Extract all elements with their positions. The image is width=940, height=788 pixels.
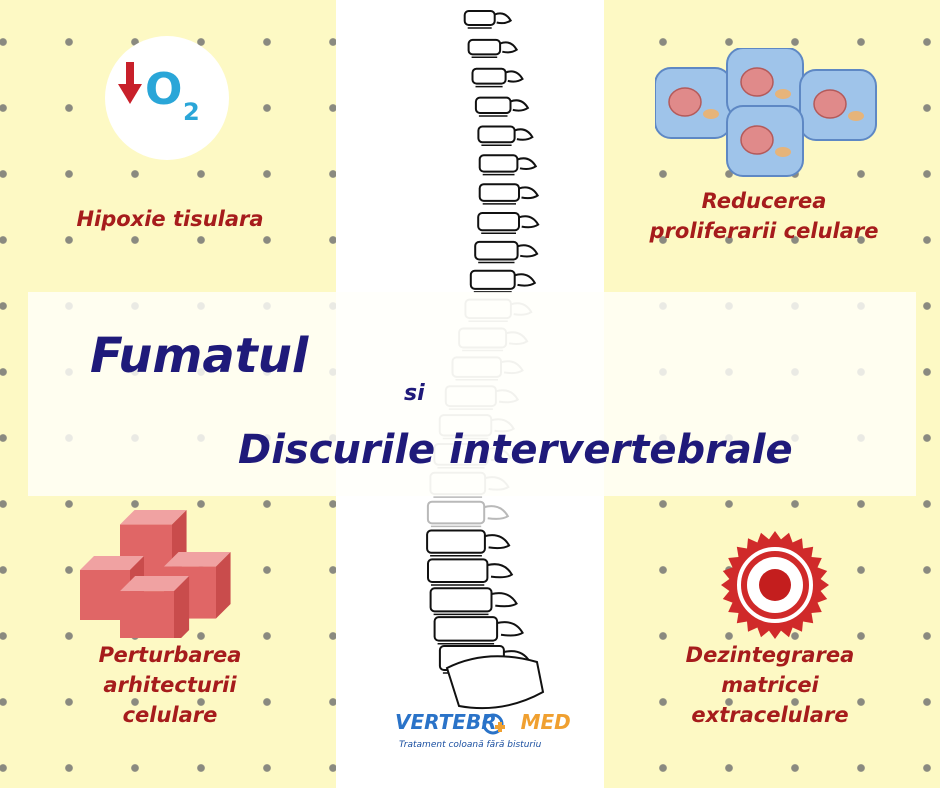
cell-organelle (848, 111, 864, 121)
vertebra (478, 154, 538, 176)
cubes-icon (80, 510, 231, 638)
logo-tagline: Tratament coloană fără bisturiu (399, 740, 542, 750)
label-line: proliferarii celulare (649, 219, 879, 243)
cells-icon (655, 48, 877, 177)
vertebra (463, 10, 513, 29)
vertebra (474, 96, 530, 117)
horizontal-white-band (28, 292, 916, 496)
label-line: extracelulare (691, 703, 849, 727)
vertebra (477, 212, 540, 234)
label-line: Dezintegrarea (685, 643, 855, 667)
label-line: matricei (721, 673, 819, 697)
vertebra (429, 587, 518, 616)
vertebra (426, 500, 510, 528)
label-line: celulare (122, 703, 218, 727)
cell-organelle (775, 147, 791, 157)
vertebra (433, 616, 524, 645)
label-line: Perturbarea (98, 643, 242, 667)
cell-nucleus (668, 87, 702, 117)
oxygen-subscript: 2 (183, 98, 200, 126)
label-perturbarea-arhitecturii: Perturbarea arhitecturii celulare (40, 640, 300, 730)
vertebra (469, 269, 537, 293)
label-line: arhitecturii (103, 673, 237, 697)
label-hipoxie-tisulara: Hipoxie tisulara (40, 204, 300, 234)
o2-icon-circle (105, 36, 229, 160)
vertebra (477, 125, 534, 147)
title-si: si (404, 381, 425, 406)
cell-nucleus (813, 89, 847, 119)
vertebra (427, 558, 514, 586)
cell-nucleus (740, 125, 774, 155)
label-dezintegrarea-matricei: Dezintegrarea matricei extracelulare (640, 640, 900, 730)
cell-organelle (703, 109, 719, 119)
oxygen-decrease-icon: O (145, 64, 183, 115)
logo-cross-icon (482, 713, 505, 735)
label-reducerea-proliferarii: Reducerea proliferarii celulare (604, 186, 924, 246)
vertebra (474, 240, 539, 264)
label-line: Hipoxie tisulara (76, 207, 264, 231)
cell-nucleus (740, 67, 774, 97)
arrow-down-icon (118, 62, 142, 104)
logo-brand-a: VERTEBR (395, 710, 497, 734)
logo-brand: VERTEBR MED (395, 710, 571, 734)
vertebra (467, 38, 519, 59)
matrix-gear-icon (721, 531, 829, 639)
vertebra (478, 183, 540, 205)
logo-brand-b: MED (520, 710, 571, 734)
vertebromed-logo: VERTEBR MED Tratament coloană fără bistur… (395, 710, 571, 770)
vertebra (426, 529, 511, 557)
cube (120, 576, 190, 638)
title-fumatul: Fumatul (90, 328, 309, 384)
vertebra (471, 67, 524, 88)
sacrum (445, 655, 545, 710)
cell-organelle (775, 89, 791, 99)
title-discurile-intervertebrale: Discurile intervertebrale (238, 427, 793, 473)
label-line: Reducerea (701, 189, 827, 213)
